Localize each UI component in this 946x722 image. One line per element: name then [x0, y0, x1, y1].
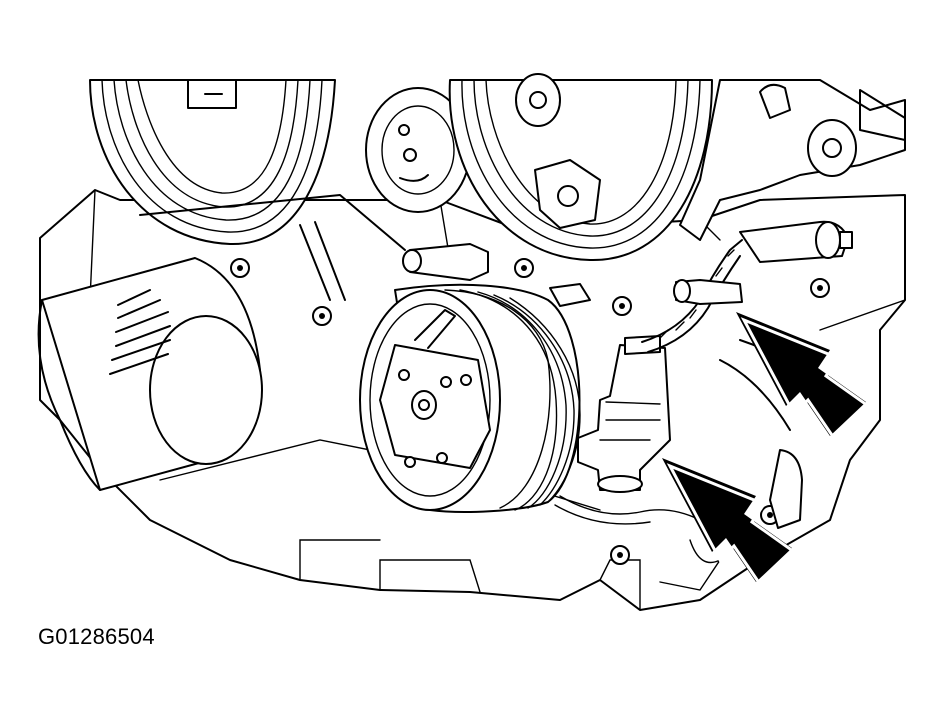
power-steering-pulley	[448, 73, 713, 262]
oil-filter	[37, 257, 263, 491]
filter-grip-ribs	[109, 289, 171, 375]
bolt	[612, 296, 632, 316]
bolt	[610, 545, 630, 565]
drive-belt	[139, 194, 406, 301]
callout-arrow-lower	[662, 458, 803, 593]
right-bracket	[673, 279, 831, 529]
bolt	[810, 278, 830, 298]
ac-compressor	[359, 283, 581, 513]
sensor-connector	[577, 335, 671, 493]
figure-id-label: G01286504	[38, 624, 155, 649]
pump-bracket	[679, 79, 906, 263]
bolt	[514, 258, 534, 278]
crankshaft-pulley	[89, 79, 336, 246]
tensioner-stud	[402, 243, 591, 307]
callout-arrow-upper	[736, 312, 877, 447]
bolt	[230, 258, 250, 278]
bolt	[312, 306, 332, 326]
